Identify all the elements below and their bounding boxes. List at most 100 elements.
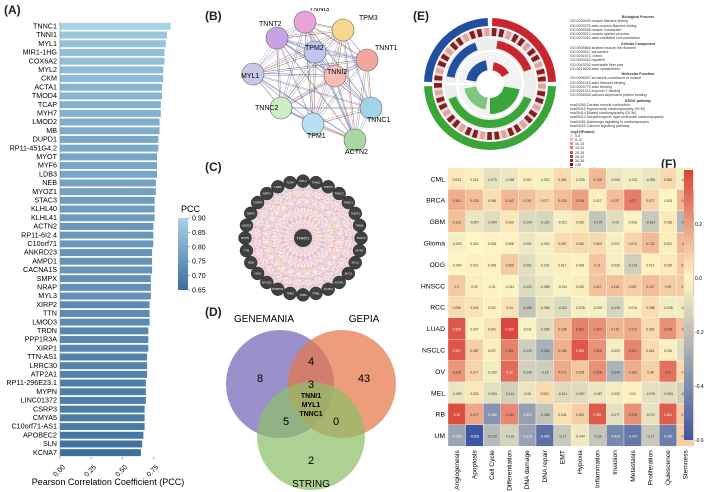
category-tick-label: ACTN2 — [33, 222, 57, 231]
circos-legend-item: hsa04020 Calcium signaling pathway — [570, 123, 630, 128]
network-edge — [266, 193, 304, 295]
circos-legend-item: hsa05410 Hypertrophic cardiomyopathy (HC… — [570, 107, 646, 112]
category-tick-label: RP11-296E23.1 — [6, 378, 57, 387]
network-edge — [257, 202, 304, 239]
venn-label-string: STRING — [292, 479, 330, 490]
network-node — [283, 286, 297, 301]
network-edge — [257, 202, 291, 294]
category-tick-label: SLN — [43, 439, 57, 448]
circos-legend-section-title: KEGG pathway — [625, 98, 651, 103]
circos-legend-item: GO:0070252 actin-mediated cell contracti… — [570, 36, 641, 41]
circos-pvalue-item: 15-20 — [570, 146, 706, 150]
heatmap-legend-tick-label: -0.2 — [695, 330, 704, 336]
category-tick-label: NRAP — [37, 283, 57, 292]
heatmap-cell-label: -0.472 — [628, 435, 638, 439]
network-node-label: MYL2 — [352, 261, 360, 265]
heatmap-column-label: DNA damage — [524, 450, 531, 490]
category-tick-label: CKM — [41, 74, 57, 83]
heatmap-cell-label: -0.18 — [594, 435, 602, 439]
pcc-legend-tick-label: 0.90 — [192, 216, 206, 223]
heatmap-cell-label: -0.031 — [540, 263, 550, 267]
heatmap-cell-label: -0.102 — [523, 285, 533, 289]
bar — [60, 22, 171, 30]
heatmap-cell-label: -0.094 — [487, 221, 497, 225]
circos-outer-ring-segment — [424, 18, 488, 82]
heatmap-cell-label: 0.355 — [453, 328, 461, 332]
heatmap-cell-label: 0.225 — [593, 349, 601, 353]
bar — [60, 188, 156, 196]
circos-pvalue-block — [523, 114, 533, 124]
network-edge — [302, 225, 360, 239]
network-node-label: TNNC1 — [367, 117, 390, 124]
circos-pvalue-block — [487, 131, 492, 140]
network-node-label: TNNT3 — [324, 185, 333, 189]
circos-pvalue-block — [438, 102, 448, 111]
bar — [60, 153, 158, 161]
circos-legend-item: GO:0005865 striated muscle thin filament — [570, 45, 637, 50]
circos-pvalue-block — [537, 84, 546, 89]
heatmap-cell-label: -0.026 — [611, 263, 621, 267]
bar — [60, 92, 163, 100]
pcc-legend-tick-label: 0.75 — [192, 259, 206, 266]
heatmap-cell-label: -0.051 — [523, 242, 533, 246]
network-node — [239, 218, 254, 233]
category-tick-label: TMOD4 — [32, 91, 57, 100]
heatmap-cell-label: 0.021 — [664, 242, 672, 246]
circos-pvalue-block — [444, 47, 454, 56]
circos-pvalue-block — [504, 30, 512, 40]
network-edge — [281, 22, 307, 109]
circos-legend-item: GO:0031014 troponin T binding — [570, 89, 621, 94]
heatmap-cell-label: 0.012 — [646, 263, 654, 267]
heatmap-cell-label: -0.027 — [611, 242, 621, 246]
bar — [60, 214, 155, 222]
network-edge — [257, 237, 304, 274]
heatmap-column-label: Apoptosis — [471, 450, 478, 480]
network-edge — [252, 72, 335, 76]
network-node — [321, 282, 335, 296]
heatmap-cell-label: -0.164 — [646, 221, 656, 225]
network-node — [355, 48, 379, 72]
heatmap-cell-label: 0.138 — [558, 328, 566, 332]
panel-label-f: (F) — [661, 157, 677, 171]
heatmap-cell-label: 0.003 — [664, 199, 672, 203]
heatmap-cell-label: -0.021 — [558, 221, 568, 225]
category-tick-label: C10orf71 — [27, 239, 57, 248]
network-edge — [281, 60, 368, 109]
category-tick-label: LRRC30 — [29, 361, 57, 370]
circos-legend-item: hsa05412 Arrhythmogenic right ventricula… — [570, 115, 664, 120]
bar — [60, 127, 160, 135]
heatmap-cell-label: 0.043 — [470, 306, 478, 310]
bar — [60, 231, 154, 239]
circos-pvalue-block — [435, 67, 445, 75]
network-edge — [277, 182, 291, 290]
network-node-label: TPM3 — [286, 291, 294, 295]
network-edge — [277, 186, 291, 294]
heatmap-cell-label: 0.056 — [453, 306, 461, 310]
circos-legend-item: hsa04260 Cardiac muscle contraction — [570, 102, 631, 107]
network-edge — [250, 213, 304, 295]
network-node-label: TNNI2 — [327, 69, 347, 76]
venn-circle-string — [257, 382, 365, 490]
network-node — [269, 96, 293, 120]
heatmap-cell-label: 0.129 — [470, 199, 478, 203]
heatmap-row-label: RB — [436, 412, 446, 419]
network-edge — [289, 182, 360, 251]
network-node — [332, 275, 346, 290]
heatmap-cell-label: -0.091 — [523, 263, 533, 267]
circos-count-block — [448, 96, 532, 128]
network-edge — [302, 237, 349, 274]
heatmap-row-label: RCC — [430, 305, 445, 312]
category-tick-label: TRDN — [37, 326, 57, 335]
heatmap-cell-label: -0.451 — [663, 435, 673, 439]
category-tick-label: AMPD1 — [32, 256, 57, 265]
heatmap-cell-label: -0.119 — [540, 221, 549, 225]
venn-label-genemania: GENEMANIA — [234, 314, 294, 325]
circos-pvalue-block — [451, 119, 461, 129]
category-tick-label: KLHL41 — [31, 213, 57, 222]
heatmap-cell-label: 0.063 — [664, 178, 672, 182]
network-node — [244, 206, 258, 221]
circos-legend-item: hsa05414 Dilated cardiomyopathy (DCM) — [570, 111, 636, 116]
circos-legend-item: GO:0006936 muscle contraction — [570, 27, 622, 32]
circos-pvalue-block — [464, 126, 473, 136]
heatmap-cell-label: 0.177 — [470, 413, 478, 417]
